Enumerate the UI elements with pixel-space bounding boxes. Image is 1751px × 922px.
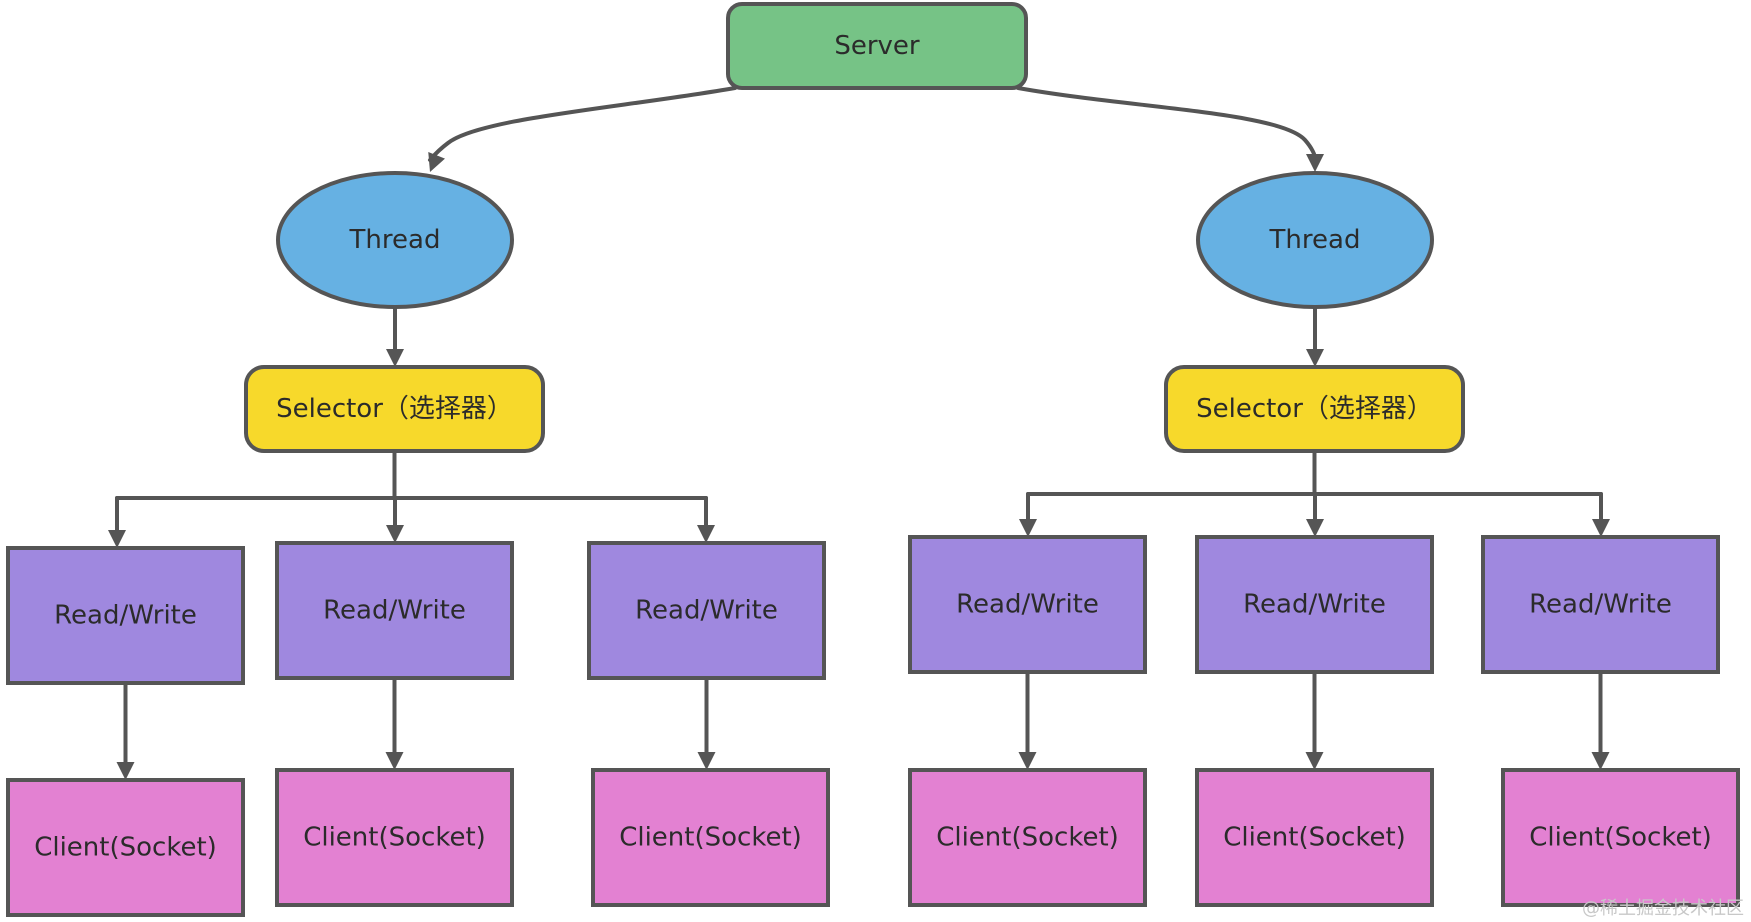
selector-node-1-label: Selector（选择器） <box>1196 394 1433 424</box>
readwrite-node-1-0-shape <box>908 535 1147 674</box>
readwrite-node-1-1: Read/Write <box>1195 535 1434 674</box>
edge-server-thread-right-arrowhead <box>1306 154 1324 172</box>
readwrite-node-1-0-label: Read/Write <box>956 590 1099 620</box>
edge-readwrite-client-0-2-arrowhead <box>697 752 716 770</box>
edge-thread-selector-1-arrowhead <box>1306 349 1324 367</box>
client-node-1-1: Client(Socket) <box>1195 768 1434 907</box>
readwrite-node-1-2-label: Read/Write <box>1529 590 1672 620</box>
server-node-label: Server <box>834 31 920 61</box>
thread-node-1-label: Thread <box>1269 225 1361 255</box>
readwrite-node-0-1-label: Read/Write <box>323 596 466 626</box>
client-node-1-1-label: Client(Socket) <box>1223 823 1406 853</box>
readwrite-node-1-1-label: Read/Write <box>1243 590 1386 620</box>
client-node-0-2: Client(Socket) <box>591 768 830 907</box>
client-node-1-0: Client(Socket) <box>908 768 1147 907</box>
readwrite-node-0-2: Read/Write <box>587 541 826 680</box>
edge-bus-readwrite-1-2-arrowhead <box>1592 519 1610 537</box>
selector-node-0-label: Selector（选择器） <box>276 394 513 424</box>
client-node-0-2-label: Client(Socket) <box>619 823 802 853</box>
selector-node-1-shape <box>1164 365 1465 453</box>
edge-readwrite-client-0-1-arrowhead <box>385 752 404 770</box>
readwrite-node-1-2-shape <box>1481 535 1720 674</box>
client-node-0-0: Client(Socket) <box>6 778 245 917</box>
server-node-shape <box>726 2 1028 90</box>
client-node-0-1-label: Client(Socket) <box>303 823 486 853</box>
readwrite-node-0-1-shape <box>275 541 514 680</box>
client-node-1-0-label: Client(Socket) <box>936 823 1119 853</box>
client-node-1-1-shape <box>1195 768 1434 907</box>
thread-node-0-label: Thread <box>349 225 441 255</box>
edge-thread-selector-0-arrowhead <box>386 349 404 367</box>
readwrite-node-0-1: Read/Write <box>275 541 514 680</box>
edge-readwrite-client-0-0-arrowhead <box>116 762 135 780</box>
edge-bus-readwrite-1-1-arrowhead <box>1306 519 1324 537</box>
server-node: Server <box>726 2 1028 90</box>
edge-readwrite-client-1-2-arrowhead <box>1591 752 1610 770</box>
readwrite-node-0-2-shape <box>587 541 826 680</box>
edge-bus-readwrite-1-0-arrowhead <box>1019 519 1037 537</box>
selector-node-0-shape <box>244 365 545 453</box>
readwrite-node-1-1-shape <box>1195 535 1434 674</box>
edge-server-thread-left-arrowhead <box>428 151 445 172</box>
readwrite-node-0-0-label: Read/Write <box>54 601 197 631</box>
readwrite-node-0-0-shape <box>6 546 245 685</box>
edges <box>108 86 1610 780</box>
edge-server-thread-left <box>428 86 737 162</box>
readwrite-node-0-2-label: Read/Write <box>635 596 778 626</box>
client-node-1-2: Client(Socket) <box>1501 768 1740 907</box>
client-node-0-2-shape <box>591 768 830 907</box>
edge-bus-readwrite-0-1-arrowhead <box>386 525 404 543</box>
edge-bus-readwrite-0-2-arrowhead <box>697 525 715 543</box>
edge-bus-readwrite-0-0-arrowhead <box>108 530 126 548</box>
edge-readwrite-client-1-1-arrowhead <box>1305 752 1324 770</box>
client-node-0-0-shape <box>6 778 245 917</box>
edge-server-thread-right <box>1016 86 1317 160</box>
client-node-0-1: Client(Socket) <box>275 768 514 907</box>
client-node-1-2-shape <box>1501 768 1740 907</box>
edge-readwrite-client-1-0-arrowhead <box>1018 752 1037 770</box>
readwrite-node-0-0: Read/Write <box>6 546 245 685</box>
selector-node-1: Selector（选择器） <box>1164 365 1465 453</box>
client-node-1-2-label: Client(Socket) <box>1529 823 1712 853</box>
thread-node-0-shape <box>276 171 514 309</box>
client-node-0-0-label: Client(Socket) <box>34 833 217 863</box>
thread-node-0: Thread <box>276 171 514 309</box>
readwrite-node-1-0: Read/Write <box>908 535 1147 674</box>
watermark: @稀土掘金技术社区 <box>1582 898 1744 919</box>
thread-node-1-shape <box>1196 171 1434 309</box>
thread-node-1: Thread <box>1196 171 1434 309</box>
client-node-0-1-shape <box>275 768 514 907</box>
readwrite-node-1-2: Read/Write <box>1481 535 1720 674</box>
selector-node-0: Selector（选择器） <box>244 365 545 453</box>
client-node-1-0-shape <box>908 768 1147 907</box>
